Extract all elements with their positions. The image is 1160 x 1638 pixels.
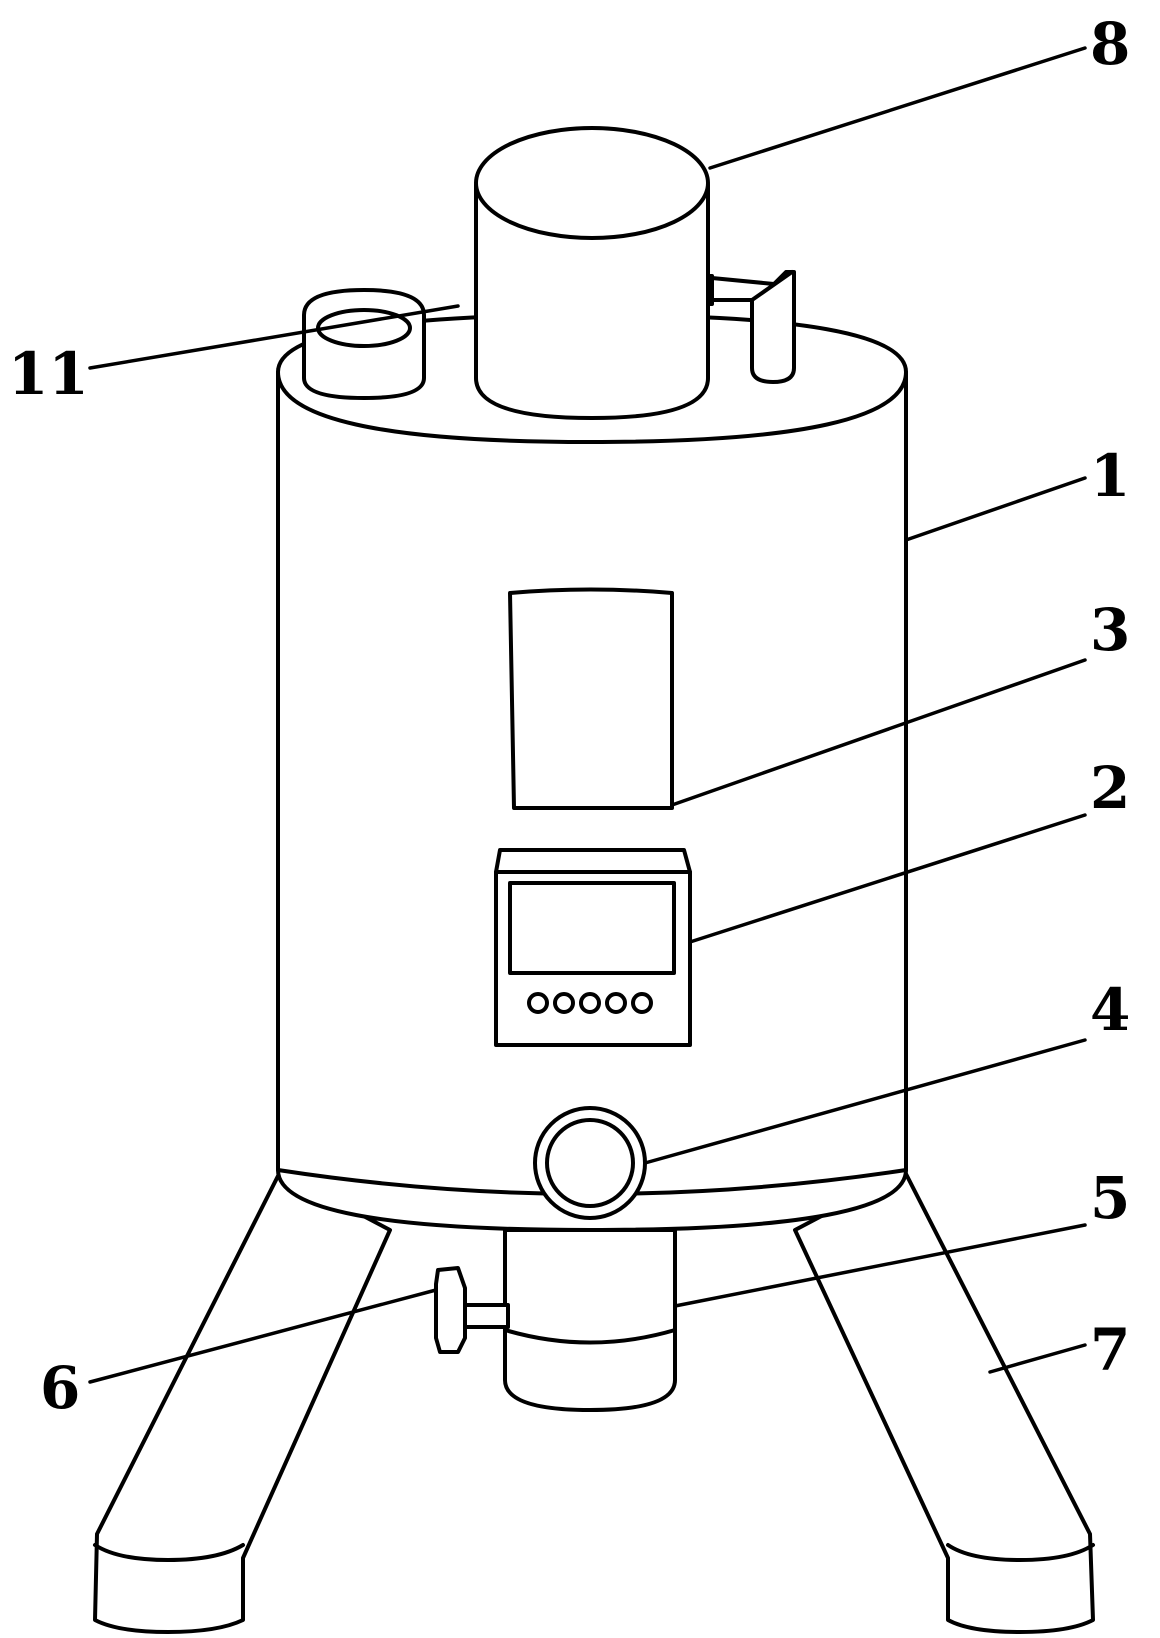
label-valve: 6	[40, 1354, 80, 1422]
reference-labels: 8 11 1 3 2 4 5 6 7	[8, 10, 1130, 1422]
label-control-panel: 2	[1090, 754, 1130, 822]
leader-11	[88, 304, 460, 370]
leader-7	[988, 1343, 1087, 1374]
label-outlet-pipe: 5	[1090, 1164, 1130, 1232]
control-panel-screen	[508, 881, 676, 975]
valve	[434, 1266, 510, 1354]
leader-8	[708, 46, 1087, 170]
label-body: 1	[1090, 442, 1130, 510]
observation-window	[508, 587, 674, 810]
sight-glass	[533, 1106, 647, 1220]
leader-2	[688, 813, 1087, 944]
label-window: 3	[1090, 596, 1130, 664]
label-motor: 8	[1090, 10, 1130, 78]
control-button-5	[631, 992, 653, 1014]
label-legs: 7	[1090, 1316, 1130, 1384]
motor-housing	[474, 126, 710, 420]
control-button-3	[579, 992, 601, 1014]
control-button-2	[553, 992, 575, 1014]
leader-4	[643, 1038, 1087, 1165]
leader-3	[670, 658, 1087, 807]
outlet-pipe	[503, 1228, 677, 1412]
leg-right	[793, 1170, 1095, 1634]
leader-6	[88, 1288, 438, 1384]
control-button-1	[527, 992, 549, 1014]
leader-1	[904, 476, 1087, 542]
control-button-4	[605, 992, 627, 1014]
leg-left	[93, 1170, 392, 1634]
label-sight-glass: 4	[1090, 976, 1130, 1044]
control-panel	[494, 848, 692, 1047]
leader-lines	[88, 46, 1087, 1384]
leader-5	[673, 1223, 1087, 1308]
label-inlet: 11	[8, 340, 89, 408]
inlet	[302, 288, 426, 400]
